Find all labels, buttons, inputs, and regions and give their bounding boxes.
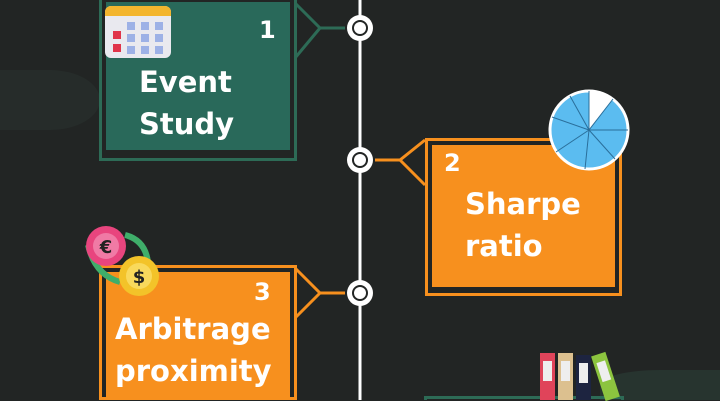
bg-blob-left (0, 70, 100, 130)
svg-text:$: $ (133, 267, 146, 288)
timeline-node-3 (347, 280, 373, 306)
step-4-card (424, 396, 624, 400)
step-number: 2 (444, 149, 461, 177)
timeline-node-2 (347, 147, 373, 173)
step-number: 1 (259, 16, 276, 44)
calendar-icon (105, 6, 171, 58)
svg-text:€: € (99, 237, 113, 258)
step-number: 3 (254, 278, 271, 306)
timeline-node-1 (347, 15, 373, 41)
binders-icon (540, 351, 620, 401)
bg-blob-right (600, 370, 720, 400)
